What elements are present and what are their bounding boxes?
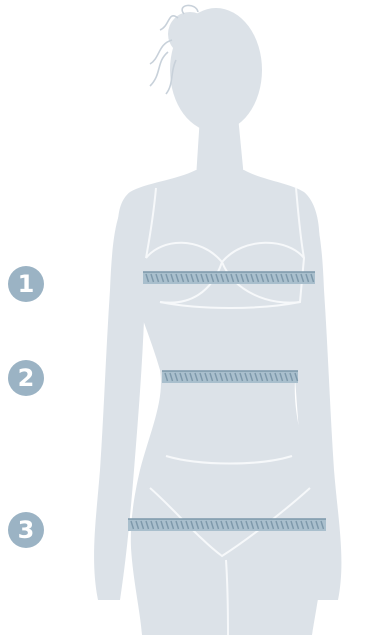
head: [170, 8, 262, 132]
hip-tape: [128, 519, 326, 531]
marker-badge-bust: 1: [8, 266, 44, 302]
waist-tape: [162, 371, 298, 383]
neck: [196, 116, 244, 178]
silhouette: [94, 8, 341, 635]
bust-tape: [143, 272, 315, 284]
marker-badge-hips: 3: [8, 512, 44, 548]
marker-badge-waist: 2: [8, 360, 44, 396]
